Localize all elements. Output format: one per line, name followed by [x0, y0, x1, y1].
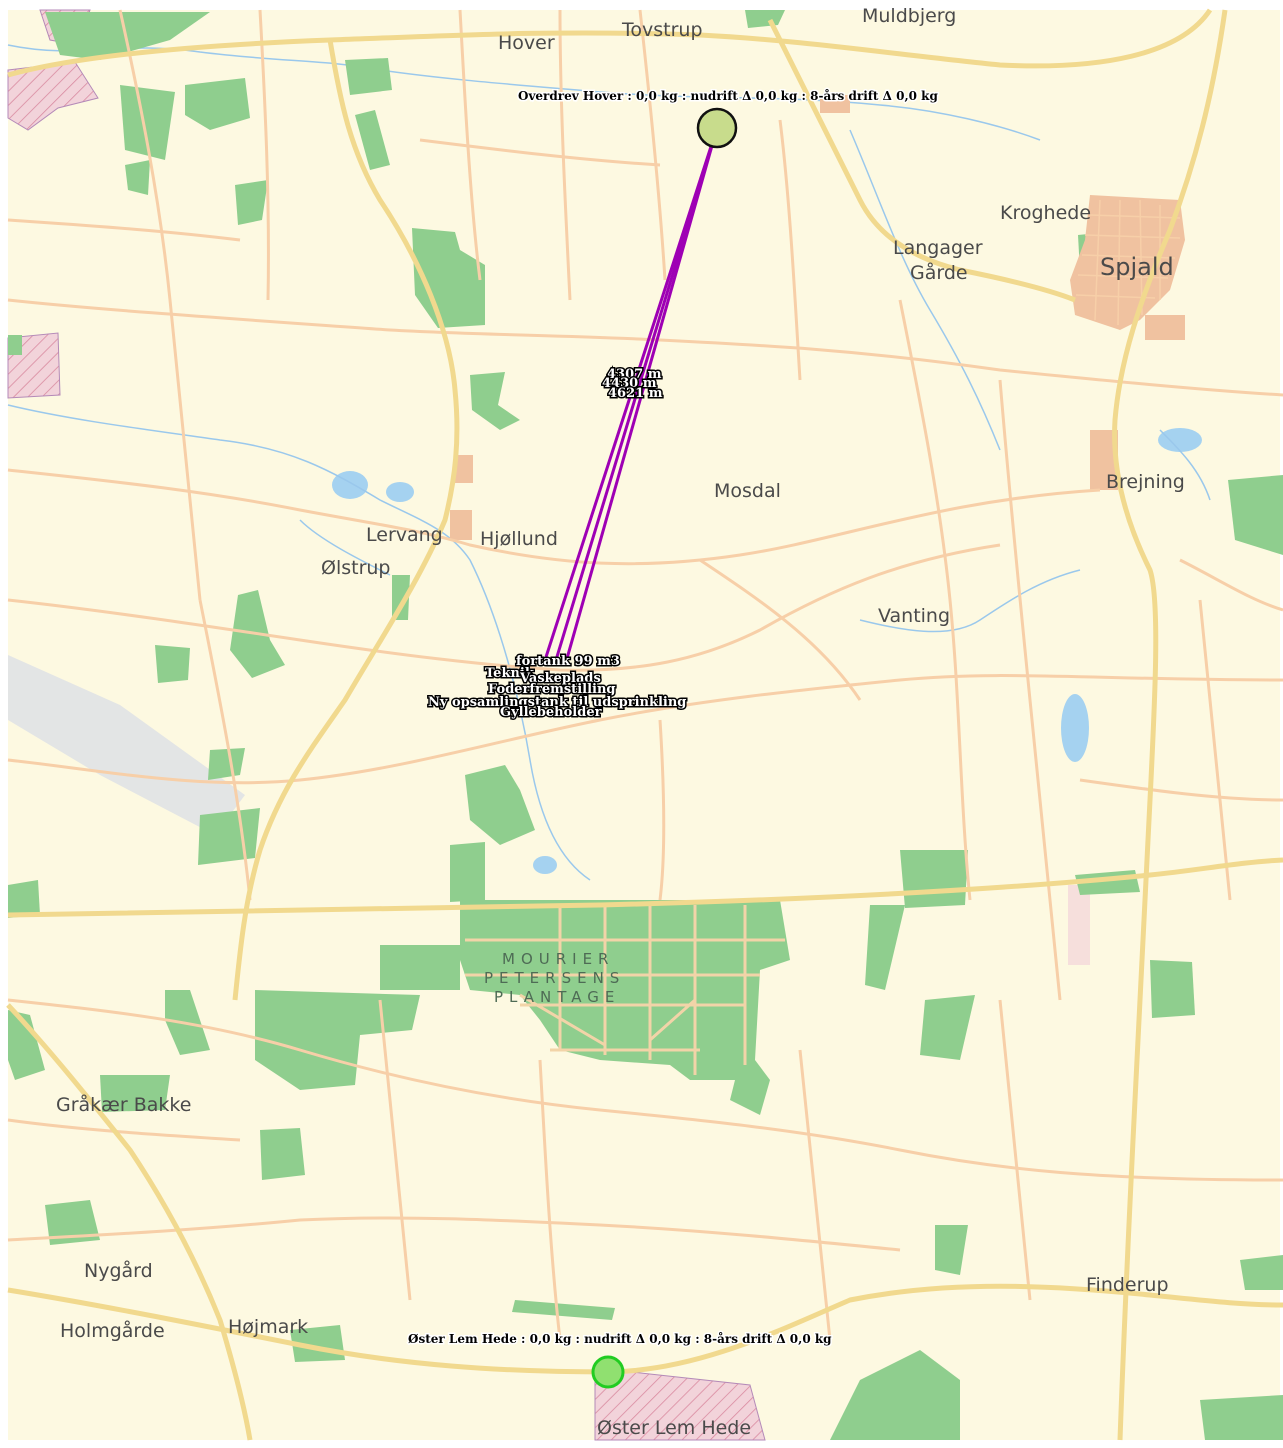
place-hjollund: Hjøllund — [480, 528, 558, 550]
north-marker[interactable]: Overdrev Hover : 0,0 kg : nudrift Δ 0,0 … — [517, 87, 940, 149]
place-grakaer-bakke: Gråkær Bakke — [56, 1093, 191, 1116]
place-muldbjerg: Muldbjerg — [862, 5, 956, 27]
plantation-tracks — [465, 905, 785, 1075]
place-langager: Langager — [893, 237, 983, 259]
place-oster-lem-hede: Øster Lem Hede — [597, 1417, 751, 1439]
svg-text:MOURIER: MOURIER — [502, 950, 614, 968]
minor-roads — [7, 9, 1283, 1341]
protected-areas — [7, 9, 1090, 1441]
airfield-area — [8, 655, 245, 835]
distance-labels: 4307 m 4430 m 4621 m — [601, 366, 665, 403]
source-label-vaskeplads: Vaskeplads — [519, 671, 601, 686]
source-label-gylle: Gyllebeholder — [500, 705, 602, 720]
distance-label-1: 4307 m — [607, 367, 662, 382]
water-features — [332, 428, 1202, 874]
place-hover: Hover — [498, 32, 555, 54]
distance-line-3 — [564, 127, 719, 663]
place-vanting: Vanting — [878, 605, 950, 627]
north-marker-label: Overdrev Hover : 0,0 kg : nudrift Δ 0,0 … — [518, 88, 938, 103]
distance-lines — [544, 127, 719, 663]
place-lervang: Lervang — [366, 524, 443, 546]
source-label-foder: Foderfremstilling — [488, 682, 616, 697]
place-spjald: Spjald — [1100, 253, 1174, 281]
place-labels: Hover Tovstrup Muldbjerg Kroghede Langag… — [56, 5, 1185, 1439]
place-gaarde: Gårde — [910, 261, 968, 284]
source-labels: fortank 99 m3 Teknik Vaskeplads Foderfre… — [427, 653, 688, 722]
svg-text:PETERSENS: PETERSENS — [484, 969, 625, 987]
place-brejning: Brejning — [1106, 471, 1185, 493]
place-mosdal: Mosdal — [714, 480, 781, 502]
source-label-opsamlingstank: Ny opsamlingstank til udsprinkling — [428, 695, 686, 710]
place-kroghede: Kroghede — [1000, 202, 1091, 224]
place-tovstrup: Tovstrup — [621, 19, 703, 41]
south-marker-circle-icon[interactable] — [591, 1355, 625, 1389]
place-finderup: Finderup — [1086, 1274, 1169, 1296]
place-holmgaarde: Holmgårde — [60, 1319, 165, 1342]
place-hojmark: Højmark — [228, 1316, 308, 1338]
distance-line-1 — [544, 127, 719, 658]
distance-line-2 — [554, 127, 719, 661]
south-marker[interactable]: Øster Lem Hede : 0,0 kg : nudrift Δ 0,0 … — [407, 1330, 834, 1389]
forest-name-label: MOURIER PETERSENS PLANTAGE — [484, 950, 625, 1006]
place-nygaard: Nygård — [84, 1259, 153, 1282]
svg-text:PLANTAGE: PLANTAGE — [494, 988, 620, 1006]
place-olstrup: Ølstrup — [321, 557, 391, 579]
distance-label-3: 4621 m — [608, 386, 663, 401]
source-label-teknik: Teknik — [485, 666, 535, 681]
distance-label-2: 4430 m — [602, 376, 657, 391]
south-marker-label: Øster Lem Hede : 0,0 kg : nudrift Δ 0,0 … — [408, 1331, 832, 1346]
north-marker-circle-icon[interactable] — [696, 107, 738, 149]
main-roads — [6, 8, 1283, 1441]
source-label-fortank: fortank 99 m3 — [516, 654, 620, 669]
